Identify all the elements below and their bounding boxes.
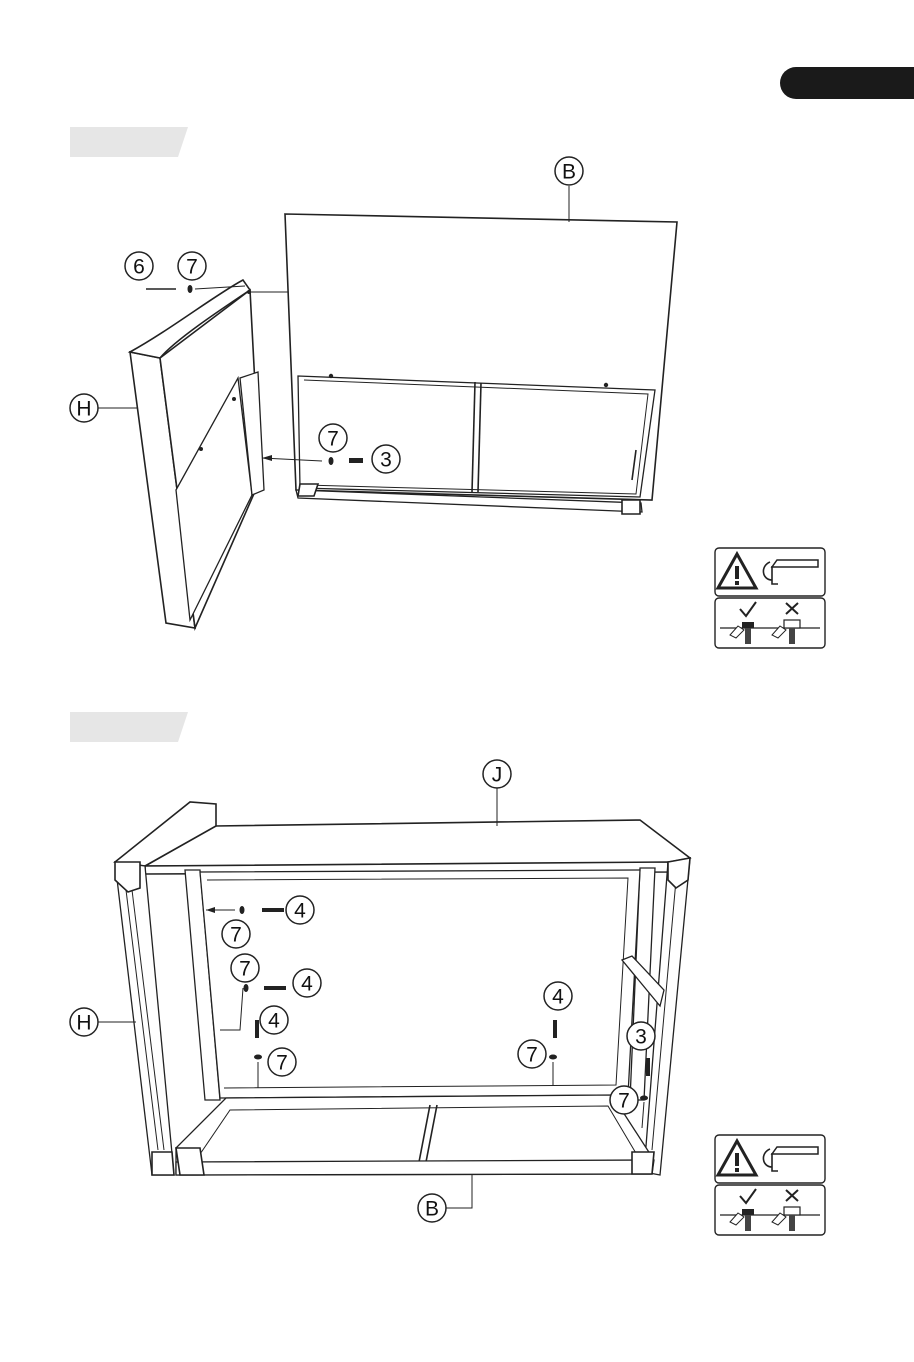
callout-screw-3-step1: 3 [372,445,400,473]
page-number-tab [780,67,914,99]
step-2-illustration [115,802,690,1175]
screw-3 [349,458,363,463]
svg-text:7: 7 [239,958,251,981]
svg-text:3: 3 [635,1026,647,1049]
callout-screw-4-c: 4 [260,1006,288,1034]
washer-7 [188,285,193,293]
callout-washer-7-d: 7 [518,1040,546,1068]
step-1-illustration [130,214,677,628]
svg-text:4: 4 [301,973,313,996]
tool-warning-box-step2 [715,1135,825,1235]
svg-text:4: 4 [268,1010,280,1033]
callout-b-step1: B [555,157,583,222]
top-panel-j [145,820,690,866]
callout-screw-4-a: 4 [286,896,314,924]
svg-text:J: J [492,764,503,787]
callout-screw-6: 6 [125,252,153,280]
callout-screw-4-b: 4 [293,969,321,997]
step-1-tab [70,127,188,157]
svg-text:H: H [76,398,91,421]
callout-h-step2: H [70,1008,136,1036]
svg-text:6: 6 [133,256,145,279]
svg-text:7: 7 [618,1090,630,1113]
svg-text:4: 4 [294,900,306,923]
callout-washer-7-top: 7 [178,252,206,280]
svg-text:7: 7 [327,428,339,451]
svg-text:7: 7 [186,256,198,279]
svg-text:3: 3 [380,449,392,472]
svg-text:H: H [76,1012,91,1035]
callout-screw-3-step2: 3 [627,1022,655,1050]
svg-text:B: B [425,1198,439,1221]
step-2-tab [70,712,188,742]
svg-text:B: B [562,161,576,184]
callout-washer-7-c: 7 [268,1048,296,1076]
svg-text:7: 7 [276,1052,288,1075]
svg-text:7: 7 [526,1044,538,1067]
lower-frame [298,376,655,497]
callout-washer-7-e: 7 [610,1086,638,1114]
tool-warning-box-step1 [715,548,825,648]
callout-j: J [483,760,511,826]
callout-washer-7-a: 7 [222,920,250,948]
callout-b-step2: B [418,1174,472,1222]
svg-text:4: 4 [552,986,564,1009]
callout-washer-7-bottom: 7 [319,424,347,452]
svg-text:7: 7 [230,924,242,947]
callout-screw-4-d: 4 [544,982,572,1010]
callout-h-step1: H [70,394,137,422]
callout-washer-7-b: 7 [231,954,259,982]
